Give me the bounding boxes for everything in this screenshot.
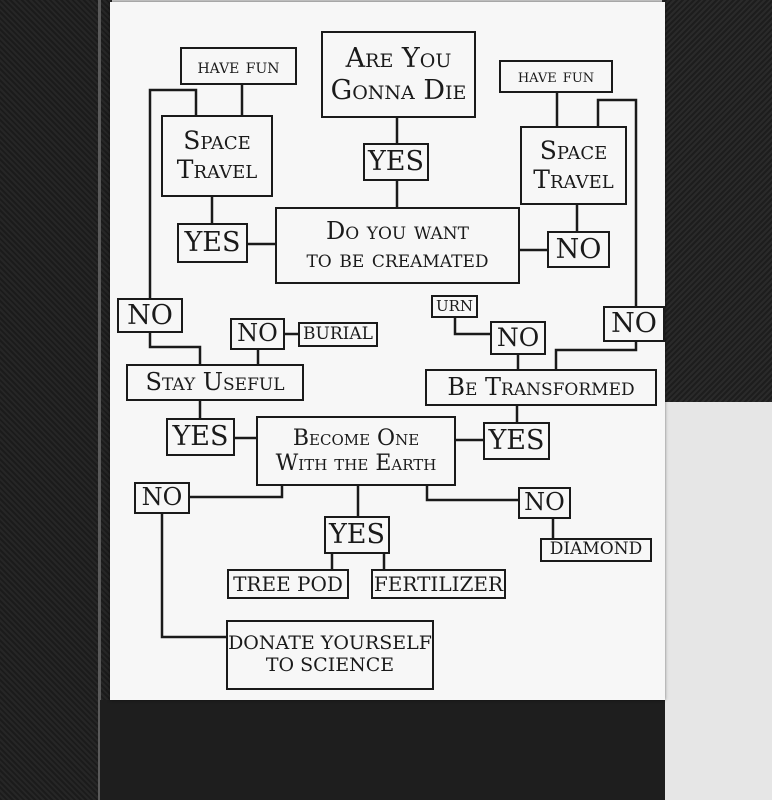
node-no-lower-left: NO — [134, 482, 190, 514]
node-space-travel-right: Space Travel — [520, 126, 627, 205]
node-yes-left: YES — [177, 223, 248, 263]
connector-become-no-left — [190, 486, 284, 499]
node-urn: URN — [431, 295, 478, 318]
connector-become-no-right — [425, 486, 518, 502]
node-diamond: DIAMOND — [540, 538, 652, 562]
poster-board-right-panel — [662, 0, 772, 410]
node-do-you-want-to-be-cremated: Do you want to be creamated — [275, 207, 520, 284]
node-fertilizer: FERTILIZER — [371, 569, 506, 599]
node-yes-bottom: YES — [324, 516, 390, 554]
node-yes-top: YES — [363, 143, 429, 181]
connector-space-right-outer-loop — [596, 98, 638, 306]
node-are-you-gonna-die: Are You Gonna Die — [321, 31, 476, 118]
connector-space-left-outer-loop — [148, 88, 198, 298]
node-no-right-outer: NO — [603, 306, 665, 342]
node-no-urn: NO — [490, 321, 546, 355]
node-be-transformed: Be Transformed — [425, 369, 657, 406]
background-wall-right — [665, 402, 772, 800]
node-become-one-with-the-earth: Become One With the Earth — [256, 416, 456, 486]
board-seam — [98, 0, 101, 800]
connector-no-outer-stay — [148, 333, 202, 364]
node-have-fun-left: have fun — [180, 47, 297, 85]
node-yes-stay: YES — [166, 418, 235, 456]
node-tree-pod: TREE POD — [227, 569, 349, 599]
connector-no-donate — [160, 514, 226, 639]
connector-no-outer-transform — [554, 342, 638, 369]
poster-board-left-panel — [0, 0, 112, 800]
poster-board-bottom — [100, 700, 665, 800]
node-no-burial: NO — [230, 318, 285, 350]
node-burial: BURIAL — [298, 322, 378, 347]
node-stay-useful: Stay Useful — [126, 364, 304, 401]
node-no-lower-right: NO — [518, 487, 571, 519]
node-yes-transform: YES — [483, 422, 550, 460]
connector-urn-no — [453, 318, 490, 336]
node-space-travel-left: Space Travel — [161, 115, 273, 197]
node-have-fun-right: have fun — [499, 60, 613, 93]
node-no-left-outer: NO — [117, 298, 183, 333]
node-donate-yourself-to-science: DONATE YOURSELF TO SCIENCE — [226, 620, 434, 690]
node-no-right: NO — [547, 231, 610, 268]
